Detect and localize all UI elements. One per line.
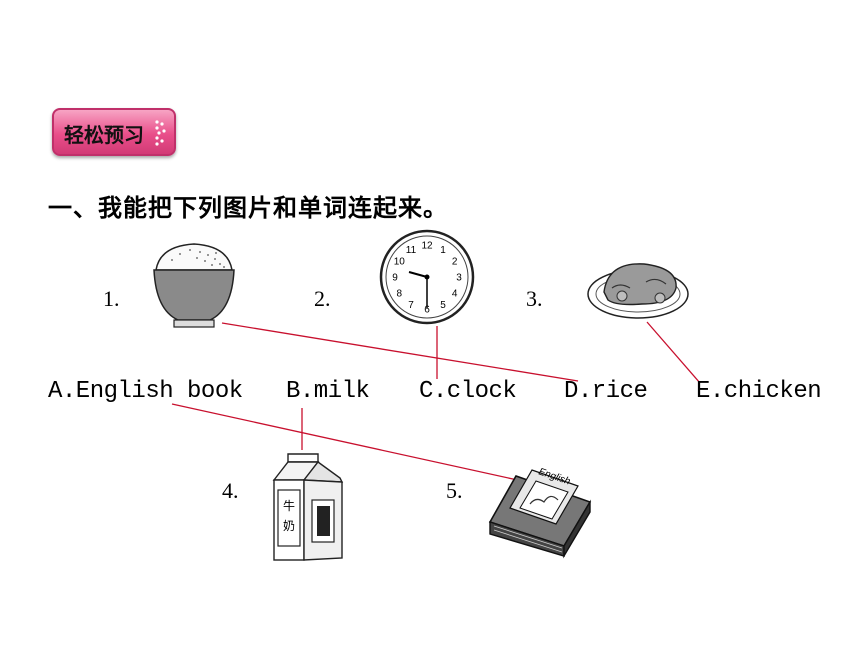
clock-numeral: 12 bbox=[421, 241, 433, 252]
clock-numeral: 1 bbox=[440, 245, 446, 256]
line-book-to-a bbox=[171, 403, 523, 482]
instruction-text: 一、我能把下列图片和单词连起来。 bbox=[48, 194, 448, 222]
clock-numeral: 9 bbox=[392, 273, 398, 284]
word-option-a: A.English book bbox=[48, 378, 243, 405]
clock-numeral: 11 bbox=[406, 245, 417, 256]
word-option-b: B.milk bbox=[286, 378, 370, 405]
chicken-plate-icon bbox=[587, 263, 689, 319]
carton-char-1: 牛 bbox=[283, 498, 295, 513]
word-option-d: D.rice bbox=[564, 378, 648, 405]
dots-icon bbox=[155, 120, 166, 146]
rice-bowl-icon bbox=[153, 243, 235, 328]
clock-numeral: 10 bbox=[394, 257, 406, 268]
milk-carton-icon: 牛 奶 bbox=[272, 453, 344, 561]
section-badge: 轻松预习 bbox=[52, 108, 176, 156]
english-book-icon: English bbox=[488, 466, 592, 559]
word-option-c: C.clock bbox=[419, 378, 517, 405]
word-option-e: E.chicken bbox=[696, 378, 822, 405]
clock-numeral: 4 bbox=[452, 289, 458, 300]
clock-numeral: 5 bbox=[440, 300, 446, 311]
item-number-3: 3. bbox=[526, 286, 543, 311]
item-number-5: 5. bbox=[446, 478, 463, 503]
line-rice-to-d bbox=[221, 322, 579, 382]
clock-numeral: 2 bbox=[452, 257, 458, 268]
item-number-1: 1. bbox=[103, 286, 120, 311]
clock-numeral: 3 bbox=[456, 273, 462, 284]
clock-numeral: 8 bbox=[397, 289, 403, 300]
item-number-2: 2. bbox=[314, 286, 331, 311]
clock-numeral: 7 bbox=[408, 300, 414, 311]
carton-char-2: 奶 bbox=[283, 519, 295, 533]
line-chicken-to-e bbox=[646, 321, 701, 384]
clock-numeral: 6 bbox=[424, 305, 430, 316]
item-number-4: 4. bbox=[222, 478, 239, 503]
badge-label: 轻松预习 bbox=[64, 123, 144, 147]
